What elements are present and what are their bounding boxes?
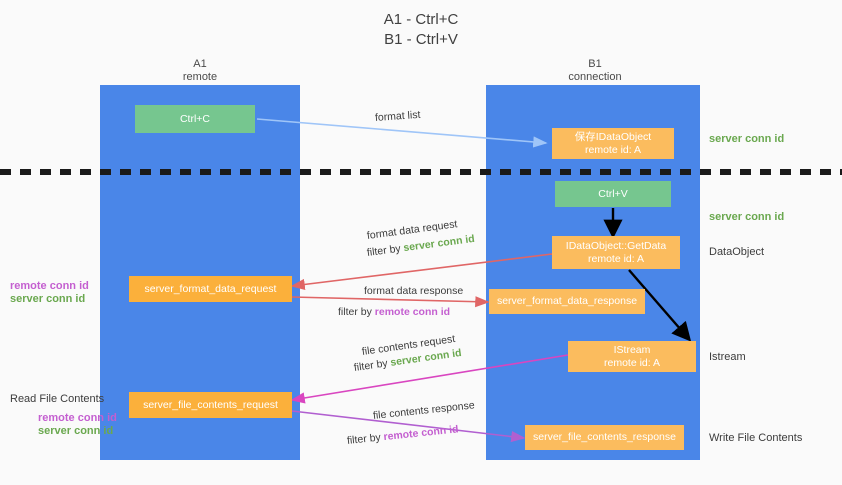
- left-label-server-conn-id-bottom: server conn id: [38, 425, 114, 437]
- arrow-format-data-response: [291, 296, 490, 308]
- column-header-a1: A1 remote: [120, 58, 280, 84]
- arrow-file-contents-response: [291, 410, 526, 443]
- arrow-format-data-request: [290, 253, 553, 290]
- box-save-idataobject-line2: remote id: A: [584, 143, 642, 156]
- box-server-format-data-request[interactable]: server_format_data_request: [129, 276, 292, 302]
- column-a1-sub: remote: [182, 71, 218, 83]
- box-server-format-data-response-label: server_format_data_response: [496, 295, 638, 307]
- left-label-read-file-contents: Read File Contents: [10, 393, 105, 405]
- box-save-idataobject[interactable]: 保存IDataObject remote id: A: [552, 128, 674, 159]
- right-label-server-conn-id-mid: server conn id: [709, 211, 785, 223]
- box-idataobject-getdata[interactable]: IDataObject::GetData remote id: A: [552, 236, 680, 269]
- column-header-b1: B1 connection: [515, 58, 675, 84]
- arrow-getdata-to-istream: [628, 269, 692, 342]
- box-ctrl-v-label: Ctrl+V: [598, 187, 628, 200]
- edge-label-format-data-response: format data response: [364, 285, 464, 297]
- left-label-server-conn-id-top: server conn id: [10, 293, 86, 305]
- right-label-dataobject: DataObject: [709, 246, 765, 258]
- box-server-format-data-response[interactable]: server_format_data_response: [489, 289, 645, 314]
- column-a1-name: A1: [193, 58, 207, 70]
- filter-prefix: filter by: [338, 306, 375, 318]
- box-save-idataobject-line1: 保存IDataObject: [574, 130, 652, 143]
- right-label-write-file-contents: Write File Contents: [709, 432, 803, 444]
- arrow-file-contents-request: [290, 354, 569, 404]
- box-istream[interactable]: IStream remote id: A: [568, 341, 696, 372]
- diagram-title: A1 - Ctrl+C B1 - Ctrl+V: [0, 10, 842, 50]
- box-server-file-contents-request[interactable]: server_file_contents_request: [129, 392, 292, 418]
- box-server-file-contents-response-label: server_file_contents_response: [532, 431, 676, 443]
- box-server-file-contents-response[interactable]: server_file_contents_response: [525, 425, 684, 450]
- filter-prefix: filter by: [346, 431, 385, 447]
- box-ctrl-c[interactable]: Ctrl+C: [135, 105, 255, 133]
- box-server-file-contents-request-label: server_file_contents_request: [143, 398, 278, 411]
- box-server-format-data-request-label: server_format_data_request: [144, 282, 277, 295]
- title-line-1: A1 - Ctrl+C: [383, 11, 459, 28]
- column-b1-name: B1: [588, 58, 602, 70]
- filter-key-remote-conn-id: remote conn id: [374, 306, 451, 318]
- box-ctrl-c-label: Ctrl+C: [179, 112, 211, 125]
- left-label-remote-conn-id-top: remote conn id: [10, 280, 89, 292]
- box-istream-line1: IStream: [613, 343, 651, 356]
- box-istream-line2: remote id: A: [603, 356, 661, 369]
- column-b1-sub: connection: [568, 71, 622, 83]
- box-idataobject-getdata-line1: IDataObject::GetData: [565, 239, 667, 252]
- edge-label-format-data-response-filter: filter by remote conn id: [338, 305, 450, 319]
- right-label-server-conn-id-top: server conn id: [709, 133, 785, 145]
- arrow-format-list: [256, 118, 548, 148]
- box-ctrl-v[interactable]: Ctrl+V: [555, 181, 671, 207]
- title-line-2: B1 - Ctrl+V: [384, 31, 458, 48]
- right-label-istream: Istream: [709, 351, 746, 363]
- box-idataobject-getdata-line2: remote id: A: [587, 252, 645, 265]
- left-label-remote-conn-id-bottom: remote conn id: [38, 412, 117, 424]
